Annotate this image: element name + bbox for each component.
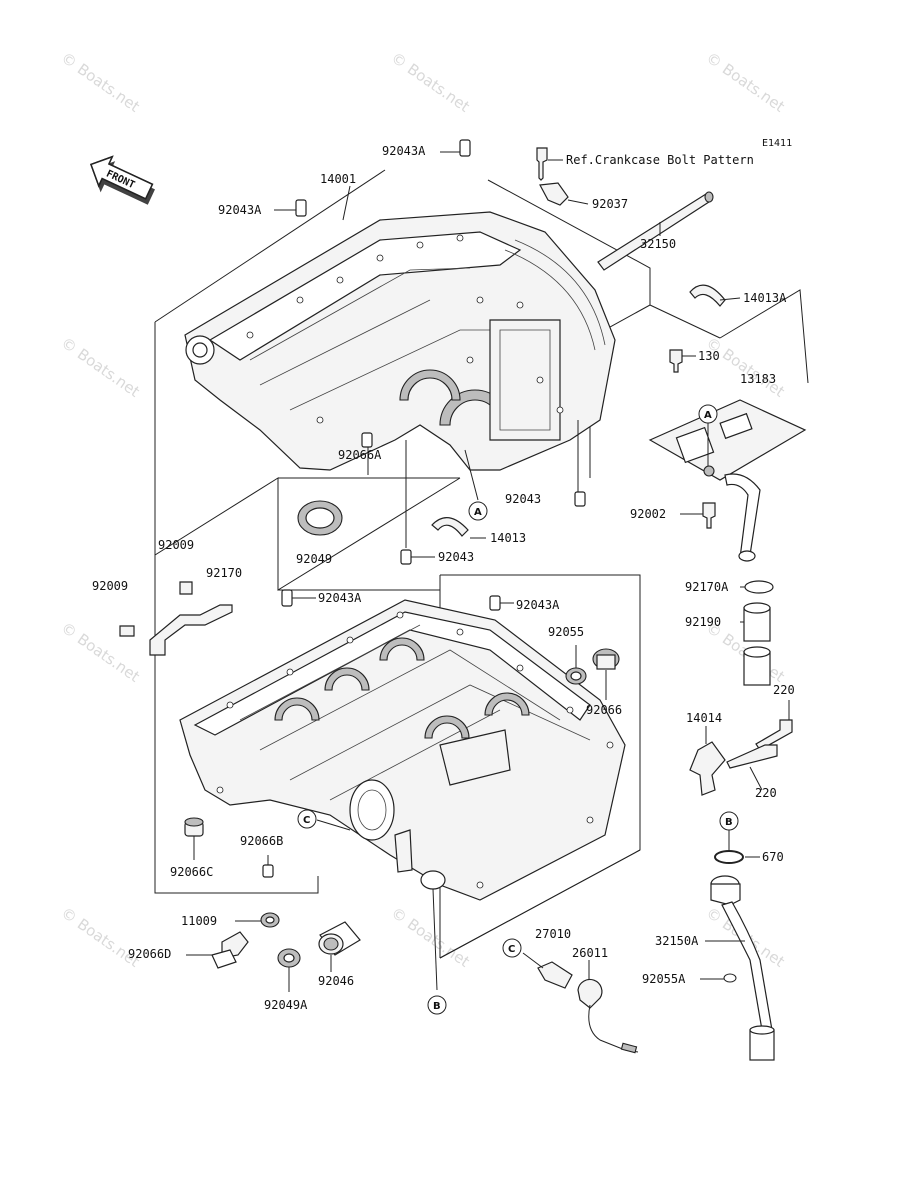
part-label-92046: 92046 bbox=[318, 974, 354, 988]
callout-a-circle bbox=[698, 404, 718, 424]
callout-b-label: B bbox=[433, 1001, 441, 1012]
part-label-92049: 92049 bbox=[296, 552, 332, 566]
part-label-92066B: 92066B bbox=[240, 834, 283, 848]
part-label-11009: 11009 bbox=[181, 914, 217, 928]
watermark: © Boats.net bbox=[58, 49, 143, 116]
callout-c-circle bbox=[297, 809, 317, 829]
callout-c-label: C bbox=[303, 815, 310, 826]
callout-b-circle bbox=[719, 811, 739, 831]
part-label-ref-bolt-pattern: Ref.Crankcase Bolt Pattern bbox=[566, 153, 754, 167]
part-label-92009: 92009 bbox=[158, 538, 194, 552]
part-label-92066C: 92066C bbox=[170, 865, 213, 879]
part-label-92043A: 92043A bbox=[318, 591, 362, 605]
part-label-92043A: 92043A bbox=[382, 144, 426, 158]
part-label-92055A: 92055A bbox=[642, 972, 686, 986]
part-label-92055: 92055 bbox=[548, 625, 584, 639]
part-label-92043A: 92043A bbox=[218, 203, 262, 217]
part-label-92049A: 92049A bbox=[264, 998, 308, 1012]
watermark: © Boats.net bbox=[703, 49, 788, 116]
part-label-92190: 92190 bbox=[685, 615, 721, 629]
part-label-92037: 92037 bbox=[592, 197, 628, 211]
callout-circles: A A C B B C bbox=[297, 404, 739, 1015]
part-label-26011: 26011 bbox=[572, 946, 608, 960]
part-label-14013A: 14013A bbox=[743, 291, 787, 305]
lower-crankcase bbox=[179, 599, 626, 901]
part-label-14014: 14014 bbox=[686, 711, 722, 725]
part-label-27010: 27010 bbox=[535, 927, 571, 941]
watermark: © Boats.net bbox=[58, 334, 143, 401]
part-label-92170A: 92170A bbox=[685, 580, 729, 594]
part-label-92043: 92043 bbox=[505, 492, 541, 506]
part-labels: 92043A Ref.Crankcase Bolt Pattern 14001 … bbox=[92, 144, 795, 1012]
small-parts bbox=[119, 139, 807, 1061]
front-arrow-icon: FRONT bbox=[90, 155, 155, 205]
upper-crankcase bbox=[184, 211, 616, 471]
callout-c-circle bbox=[502, 938, 522, 958]
part-label-92170: 92170 bbox=[206, 566, 242, 580]
callout-b-label: B bbox=[725, 817, 733, 828]
part-label-220: 220 bbox=[755, 786, 777, 800]
callout-a-label: A bbox=[474, 507, 482, 518]
diagram-code: E1411 bbox=[762, 138, 792, 149]
part-label-670: 670 bbox=[762, 850, 784, 864]
callout-c-label: C bbox=[508, 944, 515, 955]
part-label-220: 220 bbox=[773, 683, 795, 697]
part-label-32150: 32150 bbox=[640, 237, 676, 251]
part-label-92009: 92009 bbox=[92, 579, 128, 593]
part-label-92043A: 92043A bbox=[516, 598, 560, 612]
callout-b-circle bbox=[427, 995, 447, 1015]
part-label-32150A: 32150A bbox=[655, 934, 699, 948]
part-label-13183: 13183 bbox=[740, 372, 776, 386]
part-label-92066D: 92066D bbox=[128, 947, 171, 961]
part-label-92043: 92043 bbox=[438, 550, 474, 564]
part-label-130: 130 bbox=[698, 349, 720, 363]
part-label-92002: 92002 bbox=[630, 507, 666, 521]
part-label-14013: 14013 bbox=[490, 531, 526, 545]
part-label-92066A: 92066A bbox=[338, 448, 382, 462]
callout-a-label: A bbox=[704, 410, 712, 421]
part-label-92066: 92066 bbox=[586, 703, 622, 717]
leader-lines bbox=[186, 151, 790, 992]
watermark: © Boats.net bbox=[388, 49, 473, 116]
watermark: © Boats.net bbox=[388, 904, 473, 971]
callout-a-circle bbox=[468, 501, 488, 521]
part-label-14001: 14001 bbox=[320, 172, 356, 186]
watermark: © Boats.net bbox=[703, 334, 788, 401]
